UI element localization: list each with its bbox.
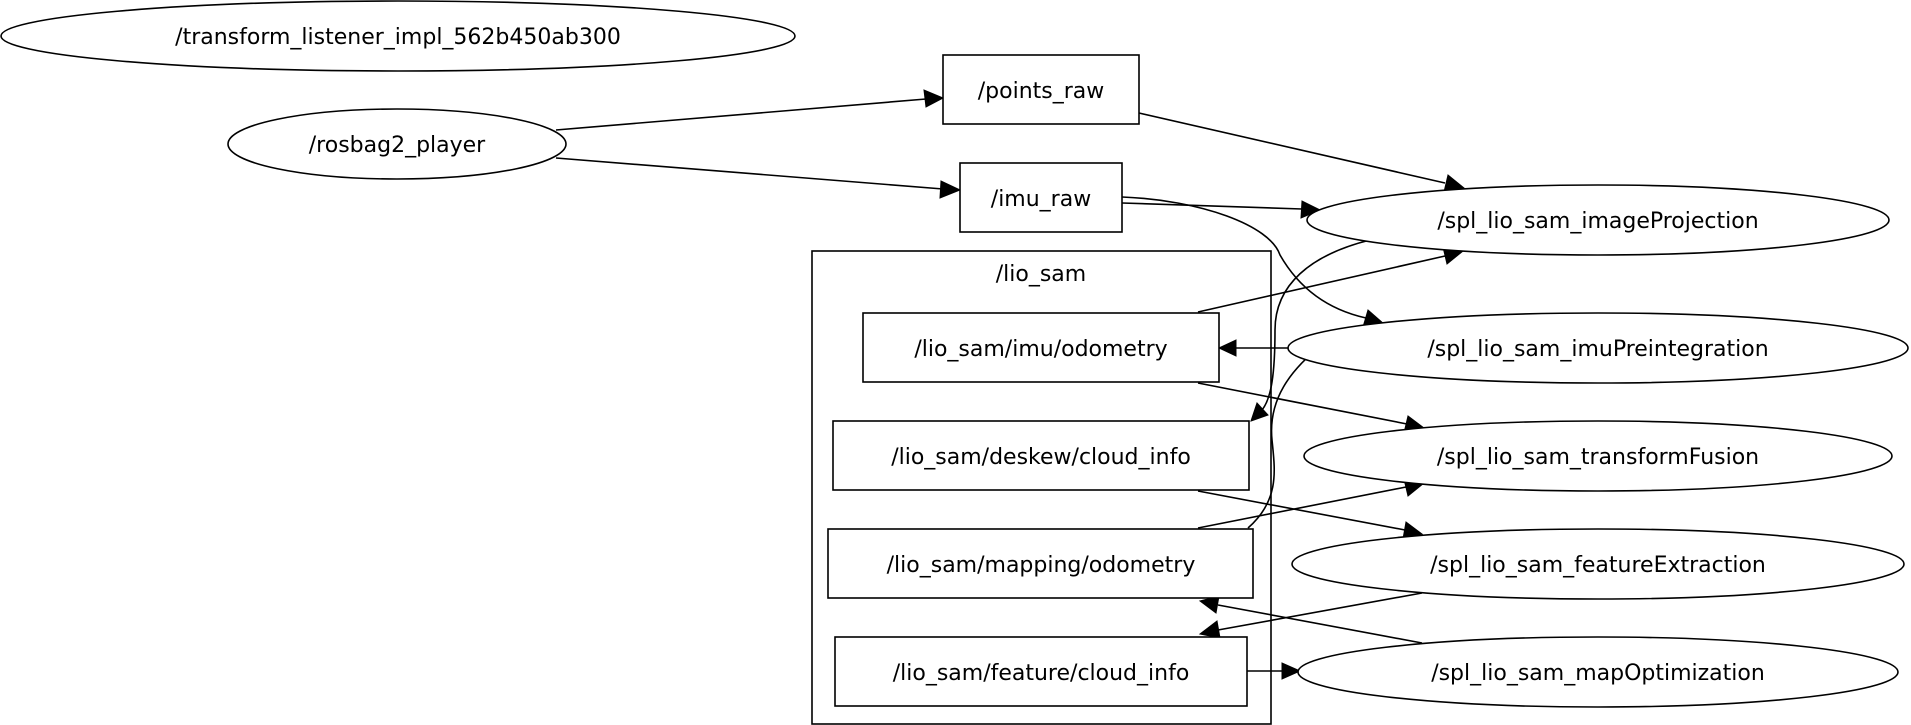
topic-label: /lio_sam/mapping/odometry xyxy=(887,553,1196,578)
topic-imu-raw[interactable]: /imu_raw xyxy=(959,162,1123,233)
edge-rosbag2-points-raw xyxy=(555,98,927,131)
node-rosbag2-player[interactable]: /rosbag2_player xyxy=(227,108,567,180)
edge-feature-extraction-feature-cloud xyxy=(1217,592,1423,631)
node-label: /spl_lio_sam_imageProjection xyxy=(1437,209,1758,234)
topic-label: /lio_sam/feature/cloud_info xyxy=(893,661,1190,686)
topic-label: /imu_raw xyxy=(991,187,1091,212)
topic-imu-odometry[interactable]: /lio_sam/imu/odometry xyxy=(862,312,1220,383)
topic-label: /lio_sam/imu/odometry xyxy=(914,337,1167,362)
node-label: /rosbag2_player xyxy=(309,133,486,158)
arrowhead xyxy=(1217,339,1237,357)
arrowhead xyxy=(923,89,945,108)
edge-points-raw-image-projection xyxy=(1138,112,1446,184)
topic-feature-cloud-info[interactable]: /lio_sam/feature/cloud_info xyxy=(834,636,1248,707)
topic-label: /lio_sam/deskew/cloud_info xyxy=(891,445,1191,470)
arrowhead xyxy=(1198,620,1221,639)
cluster-lio-sam: /lio_sam xyxy=(811,250,1272,725)
topic-mapping-odometry[interactable]: /lio_sam/mapping/odometry xyxy=(827,528,1254,599)
topic-label: /points_raw xyxy=(978,79,1105,104)
node-map-optimization[interactable]: /spl_lio_sam_mapOptimization xyxy=(1297,636,1899,708)
node-transform-listener[interactable]: /transform_listener_impl_562b450ab300 xyxy=(0,0,796,72)
node-transform-fusion[interactable]: /spl_lio_sam_transformFusion xyxy=(1303,420,1893,492)
edge-imu-raw-image-projection xyxy=(1121,202,1303,210)
node-label: /spl_lio_sam_transformFusion xyxy=(1437,445,1759,470)
cluster-label: /lio_sam xyxy=(996,262,1086,287)
node-label: /transform_listener_impl_562b450ab300 xyxy=(175,25,621,50)
node-label: /spl_lio_sam_featureExtraction xyxy=(1430,553,1766,578)
node-feature-extraction[interactable]: /spl_lio_sam_featureExtraction xyxy=(1291,528,1905,600)
topic-points-raw[interactable]: /points_raw xyxy=(942,54,1140,125)
node-image-projection[interactable]: /spl_lio_sam_imageProjection xyxy=(1306,184,1890,256)
edge-mapping-odometry-imu-preintegration xyxy=(1247,344,1323,529)
arrowhead xyxy=(939,180,962,199)
edge-imu-odometry-transform-fusion xyxy=(1197,382,1408,425)
topic-deskew-cloud-info[interactable]: /lio_sam/deskew/cloud_info xyxy=(832,420,1250,491)
edge-imu-odometry-image-projection xyxy=(1197,255,1446,313)
node-imu-preintegration[interactable]: /spl_lio_sam_imuPreintegration xyxy=(1287,312,1909,384)
edge-imu-raw-imu-preintegration xyxy=(1121,196,1367,319)
edge-mapping-odometry-transform-fusion xyxy=(1197,486,1407,529)
edge-image-projection-deskew xyxy=(1261,239,1371,411)
edge-map-optimization-mapping-odometry xyxy=(1217,604,1423,644)
edge-rosbag2-imu-raw xyxy=(555,157,944,190)
edge-deskew-feature-extraction xyxy=(1197,490,1406,531)
arrowhead xyxy=(1281,662,1302,680)
node-label: /spl_lio_sam_mapOptimization xyxy=(1431,661,1765,686)
arrowhead xyxy=(1250,402,1269,422)
node-label: /spl_lio_sam_imuPreintegration xyxy=(1427,337,1768,362)
